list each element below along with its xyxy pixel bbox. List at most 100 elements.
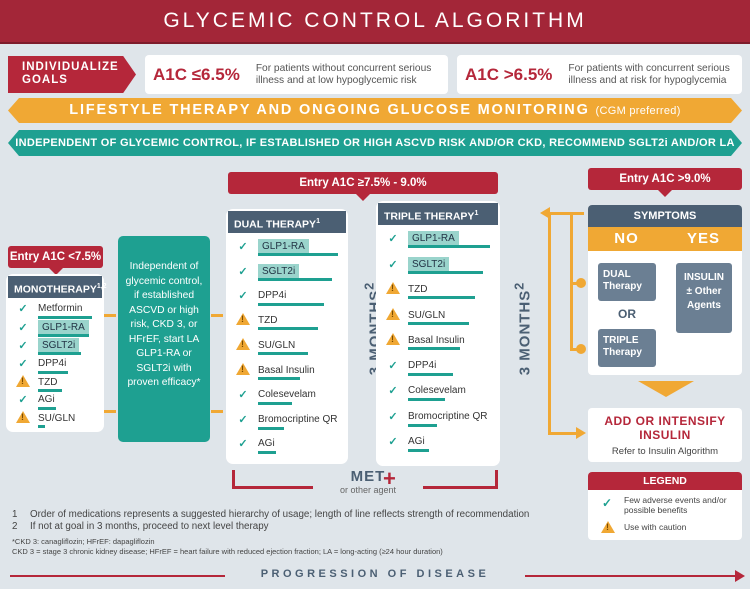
triple-strength-line [408,245,490,248]
monotherapy-strength-line [38,407,56,410]
triple-therapy-title: TRIPLE THERAPY1 [378,203,498,225]
goal-low-value: A1C ≤6.5% [153,64,240,84]
check-icon: ✓ [238,289,248,302]
page-title: GLYCEMIC CONTROL ALGORITHM [0,0,750,44]
symptoms-insulin: INSULIN ± Other Agents [676,263,732,333]
triple-item-label: DPP4i [408,359,437,371]
symptoms-no: NO [614,230,639,247]
caution-icon [14,374,32,390]
triple-item-label: Colesevelam [408,385,466,396]
monotherapy-item: ✓ SGLT2i [14,338,80,354]
dual-item: ✓DPP4i [234,289,286,302]
dual-strength-line [258,426,284,430]
check-icon: ✓ [388,233,398,245]
symptoms-choice-row: NO YES [588,227,742,251]
dual-strength-line [258,327,318,331]
dual-item: SU/GLN [234,338,295,353]
dual-item: ✓GLP1-RA [234,239,309,254]
check-icon: ✓ [238,388,248,401]
triple-strength-line [408,372,453,376]
caution-icon [384,333,402,348]
legend-box: LEGEND ✓ Few adverse events and/or possi… [588,472,742,540]
dual-therapy-title-text: DUAL THERAPY [234,218,317,231]
dual-item: ✓ Colesevelam [234,388,316,401]
check-icon: ✓ [388,385,398,397]
symptoms-or: OR [618,307,636,321]
monotherapy-item: SU/GLN [14,411,75,426]
triple-item: ✓ SGLT2i [384,256,450,272]
monotherapy-item: ✓Metformin [14,302,82,315]
monotherapy-item: ✓AGi [14,393,54,406]
check-icon: ✓ [238,413,248,426]
monotherapy-item-label: DPP4i [38,357,67,369]
monotherapy-item: ✓ DPP4i [14,357,66,370]
triple-item: Basal Insulin [384,333,465,348]
footnotes: 1 Order of medications represents a sugge… [12,509,582,557]
legend-warn-icon [601,520,615,538]
monotherapy-item-label: SGLT2i [38,338,80,354]
legend-check-text: Few adverse events and/or possible benef… [624,495,727,515]
dual-item-label: TZD [258,315,278,327]
caution-icon [384,307,402,323]
independent-banner: INDEPENDENT OF GLYCEMIC CONTROL, IF ESTA… [8,130,742,156]
monotherapy-sup: 1,2 [96,283,107,290]
caution-icon [234,338,252,353]
check-icon: ✓ [388,258,398,271]
symptoms-dual: DUAL Therapy [598,263,656,301]
triple-item-label: TZD [408,284,428,295]
check-icon: ✓ [18,394,28,406]
individualize-goals-label: INDIVIDUALIZE GOALS [8,56,136,93]
dual-item: Basal Insulin [234,363,315,378]
three-months-label-2: 3 MONTHS2 [513,274,534,384]
symptoms-title: SYMPTOMS [588,205,742,227]
legend-warn-text: Use with caution [624,522,687,532]
months-sup-2: 2 [512,281,527,290]
monotherapy-title: MONOTHERAPY1,2 [8,276,107,298]
dual-item-label: Colesevelam [258,388,316,400]
monotherapy-item-label: TZD [38,376,58,388]
lifestyle-banner: LIFESTYLE THERAPY AND ONGOING GLUCOSE MO… [8,98,742,123]
add-insulin-sub: Refer to Insulin Algorithm [611,446,719,457]
lifestyle-note: (CGM preferred) [595,105,681,117]
footnote-1-text: Order of medications represents a sugges… [30,509,530,520]
check-icon: ✓ [18,357,28,370]
triple-item-label: Bromocriptine QR [408,410,488,422]
dual-item: ✓AGi [234,437,274,450]
footnote-1-num: 1 [12,509,18,520]
triple-strength-line [408,423,437,427]
triple-therapy-card: TRIPLE THERAPY1 ✓GLP1-RA✓SGLT2iTZDSU/GLN… [378,203,498,464]
entry-mono: Entry A1C <7.5% [8,246,103,275]
monotherapy-strength-line [38,425,45,429]
dual-item-label: SU/GLN [258,340,296,352]
progression-label: PROGRESSION OF DISEASE [260,568,490,580]
triple-item: ✓DPP4i [384,359,436,372]
triple-item-label: SGLT2i [408,256,450,272]
dual-therapy-title: DUAL THERAPY1 [228,211,346,233]
triple-item: ✓ Colesevelam [384,384,466,397]
symptoms-box: SYMPTOMS NO YES DUAL Therapy OR TRIPLE T… [588,205,742,375]
caution-icon [234,363,252,378]
check-icon: ✓ [238,265,248,278]
monotherapy-strength-line [38,370,68,374]
met-group: MET + or other agent [313,466,423,495]
caution-icon [14,411,32,426]
triple-item-label: AGi [408,436,425,447]
legend-check-icon: ✓ [602,496,613,510]
triple-strength-line [408,321,469,325]
footnote-1: 1 Order of medications represents a sugge… [12,509,582,521]
check-icon: ✓ [18,322,28,335]
symptoms-triple: TRIPLE Therapy [598,329,656,367]
monotherapy-strength-line [38,334,89,338]
check-icon: ✓ [388,410,398,423]
monotherapy-item-label: Metformin [38,303,83,314]
monotherapy-item: TZD [14,374,58,390]
triple-strength-line [408,347,460,350]
monotherapy-card: MONOTHERAPY1,2 ✓Metformin✓GLP1-RA✓SGLT2i… [8,276,107,430]
symptoms-yes: YES [686,230,720,247]
met-plus: + [383,466,396,491]
check-icon: ✓ [18,340,28,353]
ascvd-note: Independent of glycemic control, if esta… [118,236,210,442]
goal-low-text: For patients without concurrent serious … [255,62,432,86]
goal-high-risk: A1C >6.5% For patients with concurrent s… [457,55,742,94]
triple-item: ✓AGi [384,435,425,448]
